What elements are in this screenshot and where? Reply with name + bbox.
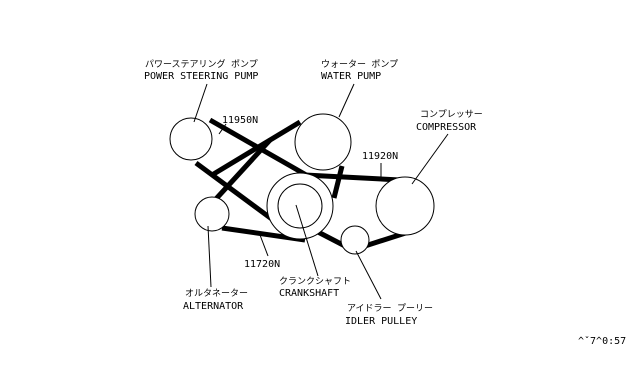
idler-pulley: [340, 225, 370, 255]
compressor-pulley: [375, 176, 435, 236]
water-pump-pulley: [294, 113, 352, 171]
pulleys: [169, 113, 435, 255]
ps-pump-leader: [193, 83, 208, 123]
water-pump-label-jp: ウォーター ポンプ: [321, 59, 398, 70]
alt-belt-code: 11720N: [244, 259, 280, 270]
leader-lines: [193, 83, 449, 300]
power-steering-pump-pulley: [169, 117, 213, 161]
compressor-label-en: COMPRESSOR: [416, 122, 477, 133]
wp-belt-segment: [213, 138, 272, 202]
alternator-leader: [207, 225, 212, 288]
ps-belt-code-leader: [218, 123, 227, 135]
wp-belt-segment: [331, 165, 345, 199]
crankshaft-label-en: CRANKSHAFT: [279, 288, 339, 299]
ac-belt-segment: [304, 172, 401, 183]
alternator-label-jp: オルタネーター: [185, 288, 248, 299]
wp-belt-segment: [210, 119, 302, 178]
compressor-label-jp: コンプレッサー: [420, 109, 483, 120]
alternator-pulley: [194, 196, 230, 232]
compressor-leader: [411, 133, 449, 185]
labels: パワーステアリング ポンプ POWER STEERING PUMP ウォーター …: [144, 58, 626, 347]
footer-code: ^ˇ7^0:57: [578, 335, 626, 347]
ps-belt-code: 11950N: [222, 115, 258, 126]
water-pump-leader: [338, 83, 355, 118]
crankshaft-label-jp: クランクシャフト: [279, 276, 351, 287]
crankshaft-pulley-inner: [277, 183, 323, 229]
idler-leader: [355, 250, 382, 300]
ac-belt-segment: [316, 229, 347, 249]
water-pump-label-en: WATER PUMP: [321, 71, 381, 82]
power-steering-label-jp: パワーステアリング ポンプ: [145, 58, 258, 70]
idler-label-en: IDLER PULLEY: [345, 316, 417, 327]
power-steering-label-en: POWER STEERING PUMP: [144, 71, 258, 82]
alt-belt-code-leader: [259, 234, 269, 257]
crankshaft-leader: [295, 204, 319, 277]
alternator-label-en: ALTERNATOR: [183, 301, 244, 312]
ac-belt-code: 11920N: [362, 151, 398, 162]
idler-label-jp: アイドラー プーリー: [347, 303, 433, 314]
